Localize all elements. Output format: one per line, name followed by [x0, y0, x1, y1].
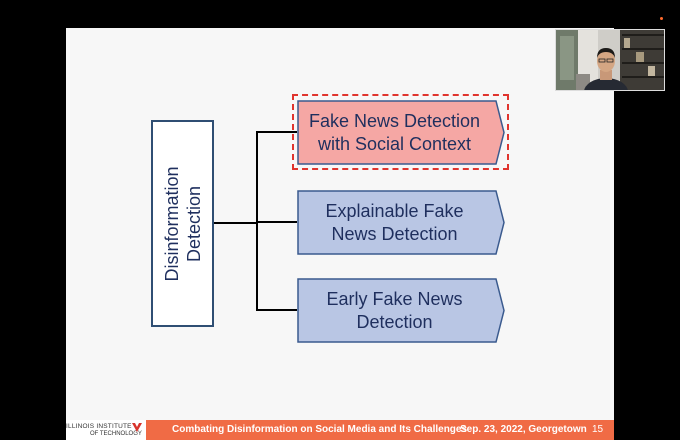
node-shape-0	[297, 100, 505, 165]
node-label-0-line2: with Social Context	[317, 133, 472, 154]
slide-footer: ILLINOIS INSTITUTE OF TECHNOLOGY Combati…	[66, 420, 614, 440]
node-shape-1	[297, 190, 505, 255]
iit-logo: ILLINOIS INSTITUTE OF TECHNOLOGY	[66, 421, 144, 439]
node-social-context: Fake News Detection with Social Context	[297, 100, 506, 165]
node-label-0-line1: Fake News Detection	[308, 110, 481, 131]
slide-page-number: 15	[592, 424, 604, 435]
webcam-video-thumbnail[interactable]	[555, 29, 665, 91]
node-label-2-line2: Detection	[356, 311, 433, 332]
node-shape-2	[297, 278, 505, 343]
root-node-label: Disinformation Detection	[161, 166, 205, 281]
node-label-1: Explainable Fake News Detection	[297, 190, 492, 255]
footer-bar: Combating Disinformation on Social Media…	[146, 420, 614, 440]
footer-date: Sep. 23, 2022, Georgetown	[460, 424, 587, 435]
node-label-0: Fake News Detection with Social Context	[297, 100, 492, 165]
node-label-2-line1: Early Fake News	[326, 288, 463, 309]
connector-branch-1	[256, 221, 297, 223]
connector-root-horizontal	[214, 222, 257, 224]
recording-indicator-icon	[660, 17, 663, 20]
logo-line1: ILLINOIS INSTITUTE	[66, 423, 132, 430]
footer-title: Combating Disinformation on Social Media…	[172, 424, 468, 435]
connector-branch-0	[256, 131, 297, 133]
webcam-scene	[556, 30, 664, 90]
highlight-dashed-border	[292, 94, 509, 170]
node-explainable: Explainable Fake News Detection	[297, 190, 506, 255]
logo-line2: OF TECHNOLOGY	[90, 431, 142, 437]
node-label-1-line1: Explainable Fake	[325, 200, 464, 221]
window-top-bar	[0, 0, 680, 15]
node-label-1-line2: News Detection	[331, 223, 458, 244]
presentation-slide: Disinformation Detection Fake News Detec…	[66, 28, 614, 440]
root-node-box: Disinformation Detection	[151, 120, 214, 327]
iit-logo-mark-icon	[132, 423, 142, 432]
connector-branch-2	[256, 309, 297, 311]
node-label-2: Early Fake News Detection	[297, 278, 492, 343]
root-node-label-line2: Detection	[183, 185, 204, 262]
root-node-label-line1: Disinformation	[161, 165, 182, 282]
node-early-detection: Early Fake News Detection	[297, 278, 506, 343]
